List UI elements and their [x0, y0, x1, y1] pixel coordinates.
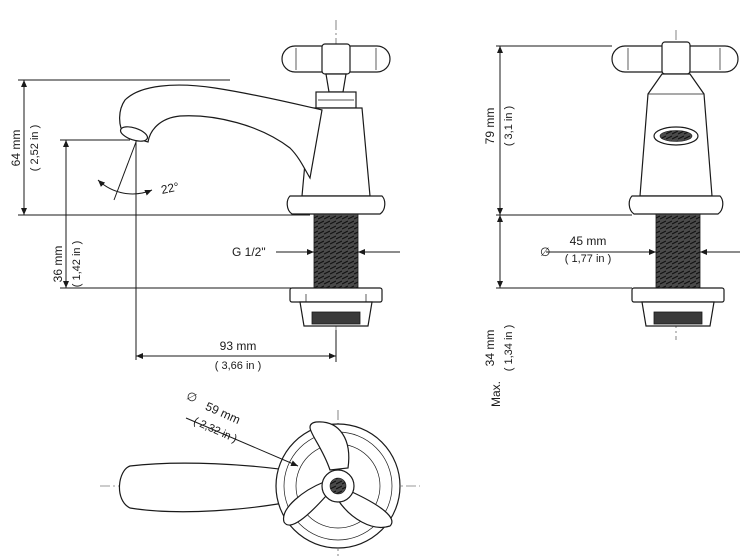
body-height-in: ( 3,1 in )	[503, 106, 515, 146]
base-diameter-symbol: ∅	[540, 245, 550, 259]
max-clamp-mm: 34 mm	[483, 330, 497, 367]
spout-reach-in: ( 3,66 in )	[215, 360, 261, 372]
front-view	[611, 30, 739, 340]
handle-diameter-symbol: ∅	[184, 389, 199, 406]
top-view-dimensions	[185, 417, 299, 467]
side-view	[119, 20, 391, 330]
spout-height-mm: 64 mm	[9, 130, 23, 167]
max-clamp-in: ( 1,34 in )	[503, 325, 515, 371]
base-diameter-in: ( 1,77 in )	[565, 253, 611, 265]
thread-size-label: G 1/2"	[232, 245, 266, 259]
thread-length-mm: 36 mm	[51, 246, 65, 283]
side-handle	[281, 43, 391, 93]
max-clamp-prefix: Max.	[489, 381, 503, 407]
spout-angle-label: 22°	[160, 179, 181, 197]
body-height-mm: 79 mm	[483, 108, 497, 145]
base-diameter-mm: 45 mm	[570, 234, 607, 248]
front-view-dimensions	[496, 45, 740, 289]
spout-reach-mm: 93 mm	[220, 339, 257, 353]
spout-height-in: ( 2,52 in )	[29, 125, 41, 171]
top-handle	[283, 421, 393, 528]
side-view-dimensions	[18, 79, 400, 362]
thread-length-in: ( 1,42 in )	[71, 241, 83, 287]
top-view	[100, 410, 420, 556]
